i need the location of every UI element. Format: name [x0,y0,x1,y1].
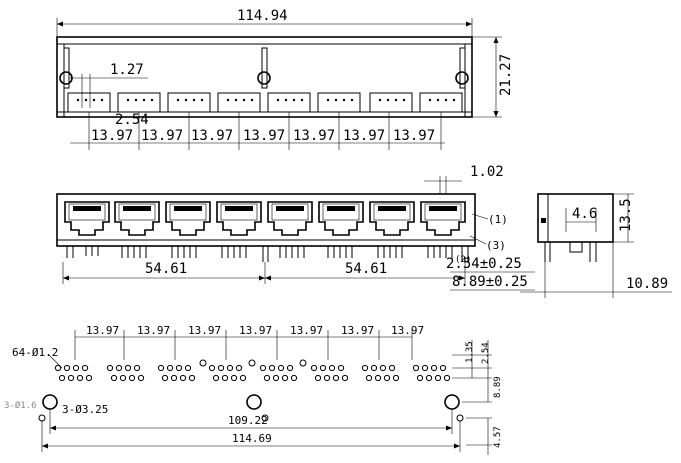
fp-pitch-5: 13.97 [290,324,323,337]
post [459,47,466,89]
half-span-left-label: 54.61 [145,261,187,277]
mount-hole [246,394,262,410]
port-pitch-4: 13.97 [243,128,285,144]
fp-pitch-3: 13.97 [188,324,221,337]
top-view: 114.94 [56,8,514,150]
height-label: 21.27 [498,54,514,96]
callout-1: (1) [488,213,508,226]
port-pitch-7: 13.97 [393,128,435,144]
small-hole [261,414,269,422]
fp-pitch-1: 13.97 [86,324,119,337]
mount-holes-label: 3-Ø3.25 [62,403,108,416]
fp-pitch-2: 13.97 [137,324,170,337]
row-offset-label: 1.35 [465,341,475,363]
post-boss [455,71,469,85]
mount-span-label: 109.22 [228,414,268,427]
port-pitch-1: 13.97 [91,128,133,144]
fp-pitch-7: 13.97 [391,324,424,337]
signal-holes [54,364,451,382]
front-view: 1.02 [56,164,535,291]
post [63,47,70,89]
post-boss [257,71,271,85]
front-body [56,193,476,247]
port-pitch-5: 13.97 [293,128,335,144]
tolerance-a-label: 2.54±0.25 [446,256,522,272]
thickness-label: 1.02 [470,164,504,180]
port-pitch-6: 13.97 [343,128,385,144]
fp-pitch-6: 13.97 [341,324,374,337]
v-dim-a-label: 8.89 [493,376,503,398]
signal-holes-label: 64-Ø1.2 [12,346,58,359]
side-width-label: 4.6 [572,206,597,222]
side-height-label: 13.5 [618,198,634,232]
fp-pitch-4: 13.97 [239,324,272,337]
overall-span-label: 114.69 [232,432,272,445]
tolerance-b-label: 8.89±0.25 [452,274,528,290]
half-span-right-label: 54.61 [345,261,387,277]
side-depth-label: 10.89 [626,276,668,292]
callout-3: (3) [486,239,506,252]
offset-label: 2.54 [115,112,149,128]
small-holes-label: 3-Ø1.6 [4,400,37,411]
overall-width-label: 114.94 [237,8,288,24]
mount-hole [444,394,460,410]
row-span-label: 2.54 [481,342,491,364]
callout-2: (2) [455,255,471,265]
pitch-ticks [88,112,442,150]
front-pins [66,246,469,262]
pin-pitch-label: 1.27 [110,62,144,78]
small-hole [38,414,46,422]
v-dim-b-label: 4.57 [493,426,503,448]
top-body [56,36,473,118]
post [261,47,268,89]
footprint-view: 13.97 13.97 13.97 13.97 13.97 13.97 13.9… [4,324,503,455]
port-pitch-3: 13.97 [191,128,233,144]
top-ports [67,92,463,113]
side-view: 4.6 13.5 10.89 [520,193,672,298]
port-pitch-2: 13.97 [141,128,183,144]
top-pins [76,98,456,102]
mount-hole [42,394,58,410]
rj45-ports [64,201,466,236]
small-hole [456,414,464,422]
aux-holes [199,359,307,367]
